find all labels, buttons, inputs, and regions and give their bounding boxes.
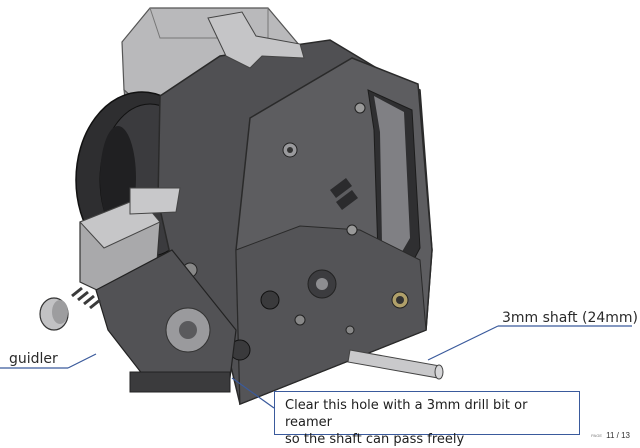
guidler-callout: guidler xyxy=(9,351,58,367)
page-counter: 11 / 13 xyxy=(606,431,630,440)
main-housing xyxy=(157,11,433,406)
leader-lines xyxy=(0,325,632,409)
shaft xyxy=(347,349,444,380)
shaft-callout: 3mm shaft (24mm) xyxy=(502,310,639,326)
hole-note-line2: so the shaft can pass freely xyxy=(285,432,465,447)
hole-note-line1: Clear this hole with a 3mm drill bit or … xyxy=(285,398,528,430)
guidler-assembly xyxy=(39,187,237,393)
hole-note-box: Clear this hole with a 3mm drill bit or … xyxy=(274,391,580,447)
page-mark: PAGE xyxy=(591,433,602,438)
